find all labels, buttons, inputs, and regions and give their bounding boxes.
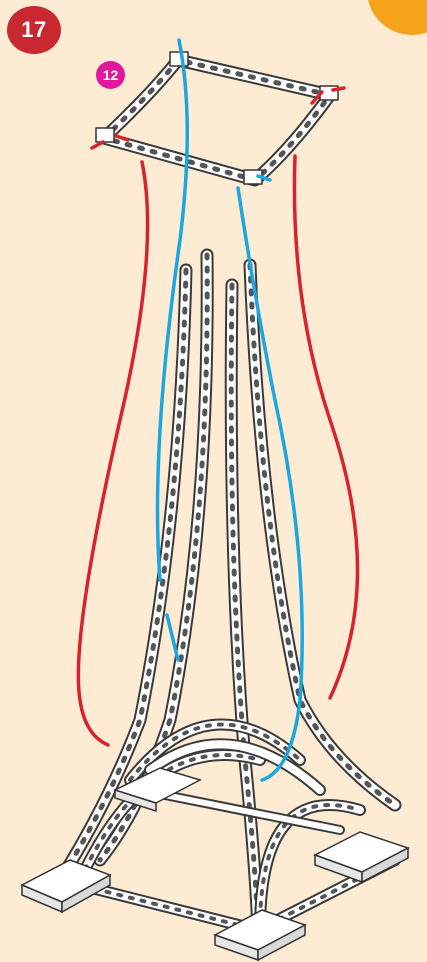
red-guide-lines [78, 88, 357, 745]
top-square-frame [96, 52, 338, 184]
foot-plates [22, 768, 408, 960]
